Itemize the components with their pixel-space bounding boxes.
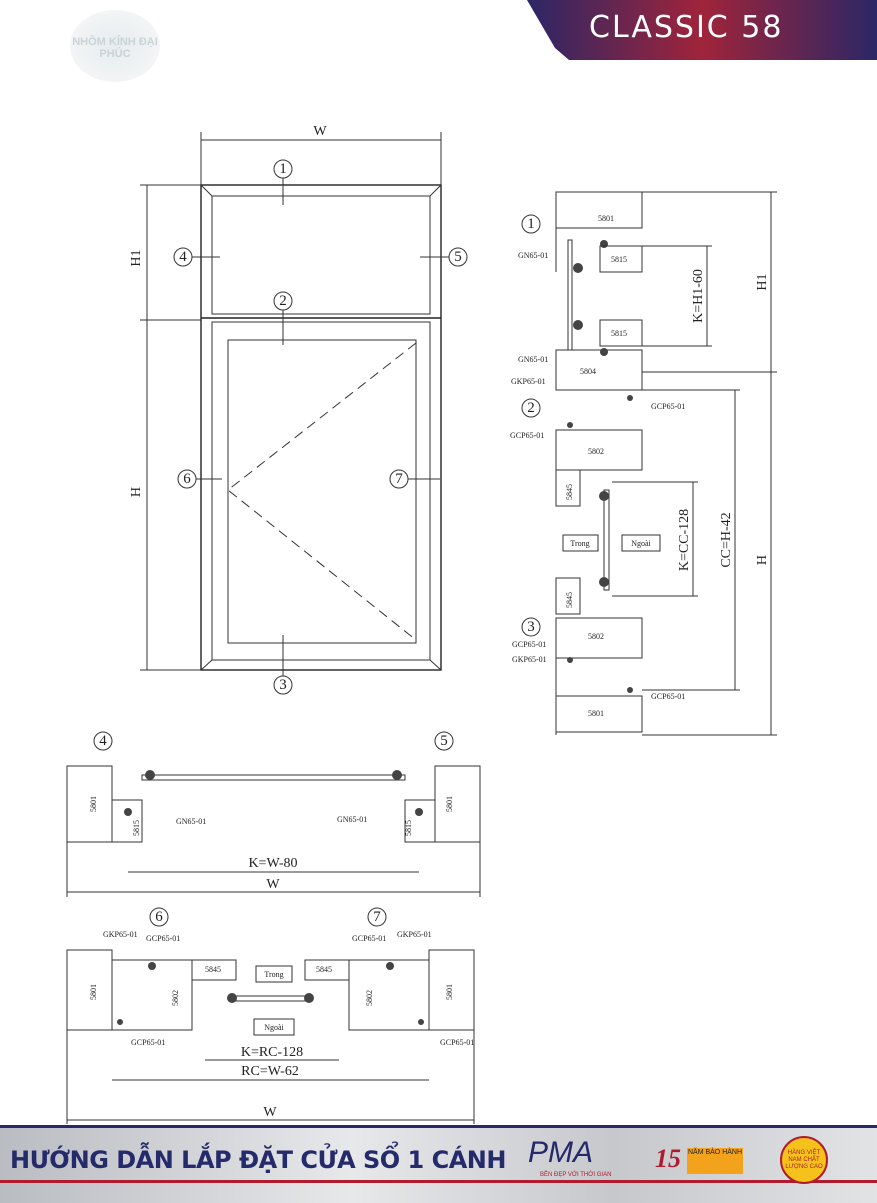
svg-text:GCP65-01: GCP65-01	[131, 1038, 165, 1047]
window-elevation: W H1 H	[129, 124, 442, 671]
logo-text: NHÔM KÍNH ĐẠI PHÚC	[72, 36, 158, 60]
warranty-years: 15	[655, 1144, 681, 1173]
svg-text:4: 4	[179, 249, 187, 265]
svg-text:GN65-01: GN65-01	[518, 355, 548, 364]
svg-text:W: W	[263, 1105, 277, 1120]
vertical-section: 5801 5815 5815 5804 5802 5845 5845 5802 …	[510, 191, 777, 736]
svg-text:1: 1	[527, 216, 535, 232]
svg-text:Trong: Trong	[264, 970, 283, 979]
svg-text:Ngoài: Ngoài	[264, 1023, 284, 1032]
svg-text:5: 5	[454, 249, 462, 265]
svg-text:5845: 5845	[205, 965, 221, 974]
footer-accent-line	[0, 1180, 877, 1183]
svg-text:K=CC-128: K=CC-128	[677, 509, 692, 571]
svg-text:K=W-80: K=W-80	[248, 856, 297, 871]
brand-tagline: BỀN ĐẸP VỚI THỜI GIAN	[540, 1172, 612, 1178]
company-logo-watermark: NHÔM KÍNH ĐẠI PHÚC	[70, 10, 160, 82]
svg-text:GKP65-01: GKP65-01	[512, 655, 547, 664]
svg-text:5801: 5801	[445, 984, 454, 1000]
svg-text:RC=W-62: RC=W-62	[241, 1064, 299, 1079]
svg-text:5845: 5845	[316, 965, 332, 974]
footer-banner: HƯỚNG DẪN LẮP ĐẶT CỬA SỔ 1 CÁNH PMA BỀN Đ…	[0, 1125, 877, 1203]
svg-text:Ngoài: Ngoài	[631, 539, 651, 548]
svg-text:2: 2	[279, 293, 287, 309]
svg-text:GCP65-01: GCP65-01	[651, 402, 685, 411]
svg-text:6: 6	[155, 909, 163, 925]
svg-text:7: 7	[373, 909, 381, 925]
svg-text:5801: 5801	[598, 214, 614, 223]
svg-text:5815: 5815	[132, 820, 141, 836]
document-title: HƯỚNG DẪN LẮP ĐẶT CỬA SỔ 1 CÁNH	[10, 1146, 506, 1174]
svg-text:5845: 5845	[565, 592, 574, 608]
svg-text:Trong: Trong	[570, 539, 589, 548]
installation-drawing: W H1 H 1 2 3 4 5 6 7 5801 5815 5815 5804…	[66, 124, 777, 1124]
brand-name: PMA	[528, 1136, 594, 1169]
quality-seal: HÀNG VIỆT NAM CHẤT LƯỢNG CAO	[780, 1136, 828, 1184]
svg-text:1: 1	[279, 161, 287, 177]
svg-text:H: H	[755, 555, 770, 565]
svg-text:5801: 5801	[445, 796, 454, 812]
warranty-text: NĂM BẢO HÀNH	[687, 1148, 743, 1174]
horizontal-section-4-5: 4 5 5801 5815 5815 5801 GN65-01 GN65-01 …	[66, 731, 481, 897]
svg-text:4: 4	[99, 733, 107, 749]
svg-text:K=RC-128: K=RC-128	[241, 1045, 303, 1060]
svg-text:5801: 5801	[89, 984, 98, 1000]
pma-logo: PMA BỀN ĐẸP VỚI THỜI GIAN	[528, 1136, 611, 1178]
svg-text:K=H1-60: K=H1-60	[691, 269, 706, 323]
svg-text:GN65-01: GN65-01	[337, 815, 367, 824]
dim-w: W	[313, 124, 327, 139]
svg-text:GN65-01: GN65-01	[518, 251, 548, 260]
svg-text:5815: 5815	[404, 820, 413, 836]
svg-text:GCP65-01: GCP65-01	[352, 934, 386, 943]
svg-text:GCP65-01: GCP65-01	[440, 1038, 474, 1047]
svg-text:5802: 5802	[171, 990, 180, 1006]
svg-text:GCP65-01: GCP65-01	[146, 934, 180, 943]
svg-text:CC=H-42: CC=H-42	[719, 512, 734, 567]
svg-text:GCP65-01: GCP65-01	[512, 640, 546, 649]
svg-text:5802: 5802	[588, 632, 604, 641]
svg-text:5801: 5801	[588, 709, 604, 718]
svg-text:5815: 5815	[611, 329, 627, 338]
horizontal-section-6-7: 6 7 5801 5802 5845 5845 5802 5801 GKP65-…	[66, 907, 475, 1124]
svg-text:6: 6	[183, 471, 191, 487]
dim-h: H	[129, 487, 144, 497]
svg-text:GCP65-01: GCP65-01	[651, 692, 685, 701]
svg-text:7: 7	[395, 471, 403, 487]
svg-text:5: 5	[440, 733, 448, 749]
svg-text:5802: 5802	[365, 990, 374, 1006]
svg-text:5845: 5845	[565, 484, 574, 500]
svg-text:GN65-01: GN65-01	[176, 817, 206, 826]
svg-text:5801: 5801	[89, 796, 98, 812]
svg-text:W: W	[266, 877, 280, 892]
dim-h1: H1	[129, 249, 144, 266]
svg-text:GKP65-01: GKP65-01	[397, 930, 432, 939]
svg-text:GKP65-01: GKP65-01	[103, 930, 138, 939]
svg-text:3: 3	[279, 677, 287, 693]
svg-text:GCP65-01: GCP65-01	[510, 431, 544, 440]
svg-text:5802: 5802	[588, 447, 604, 456]
svg-text:GKP65-01: GKP65-01	[511, 377, 546, 386]
series-banner: CLASSIC 58	[527, 0, 877, 60]
svg-text:2: 2	[527, 400, 535, 416]
svg-text:5815: 5815	[611, 255, 627, 264]
svg-text:3: 3	[527, 619, 535, 635]
callouts: 1 2 3 4 5 6 7	[173, 159, 468, 695]
seal-text: HÀNG VIỆT NAM CHẤT LƯỢNG CAO	[785, 1150, 823, 1170]
svg-text:5804: 5804	[580, 367, 596, 376]
svg-text:H1: H1	[755, 273, 770, 290]
series-title: CLASSIC 58	[589, 10, 784, 45]
